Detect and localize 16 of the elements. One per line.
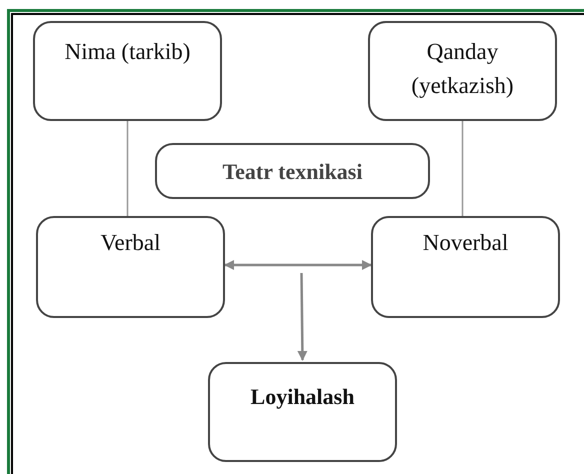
connector-line [462, 121, 464, 216]
connector-line [126, 121, 128, 216]
box-label: Verbal [99, 229, 162, 257]
arrow [297, 272, 308, 361]
box-label: Loyihalash [250, 383, 356, 411]
rounded-box [368, 21, 557, 121]
rounded-box [36, 216, 225, 318]
box-label: Noverbal [422, 229, 510, 257]
box-label: Teatr texnikasi [222, 158, 364, 186]
rounded-box [33, 21, 222, 121]
rounded-box [208, 362, 397, 462]
rounded-box [371, 216, 560, 318]
box-label: Nima (tarkib) [64, 38, 192, 66]
arrow [224, 260, 372, 270]
box-label: Qanday (yetkazish) [410, 38, 515, 100]
title-box [155, 143, 430, 199]
